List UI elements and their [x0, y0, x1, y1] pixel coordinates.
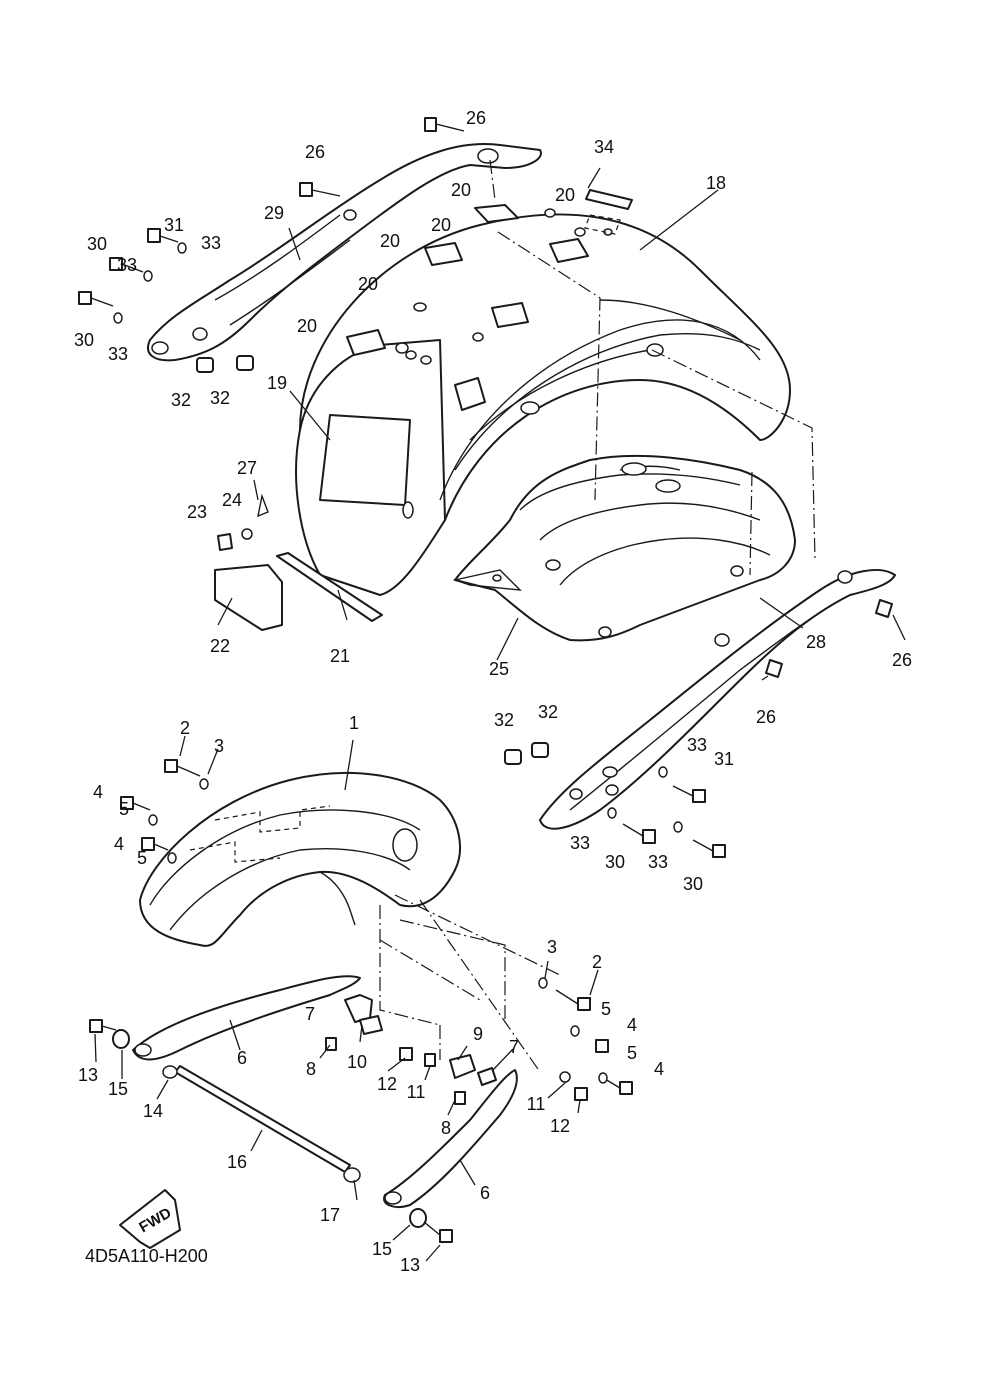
rear-fender: [295, 208, 791, 596]
callout-label: 14: [143, 1101, 163, 1121]
callout-label: 25: [489, 659, 509, 679]
callout-label: 2: [592, 952, 602, 972]
callout-label: 18: [706, 173, 726, 193]
callout-label: 20: [451, 180, 471, 200]
callout-label: 26: [305, 142, 325, 162]
callout-labels: 1 2 2 3 3 4 4 4 4 5 5 5 5 6 6 7 7 8 8 9 …: [74, 108, 912, 1275]
fwd-arrow: FWD: [119, 1189, 181, 1249]
callout-label: 1: [349, 713, 359, 733]
callout-label: 33: [117, 255, 137, 275]
callout-label: 32: [494, 710, 514, 730]
callout-label: 29: [264, 203, 284, 223]
callout-label: 15: [372, 1239, 392, 1259]
callout-label: 4: [93, 782, 103, 802]
callout-label: 31: [714, 749, 734, 769]
shaft: [162, 1065, 361, 1183]
callout-label: 22: [210, 636, 230, 656]
leader-lines: [94, 167, 906, 1262]
callout-label: 3: [547, 937, 557, 957]
callout-label: 5: [119, 799, 129, 819]
callout-label: 8: [306, 1059, 316, 1079]
callout-label: 4: [654, 1059, 664, 1079]
callout-label: 3: [214, 736, 224, 756]
callout-label: 2: [180, 718, 190, 738]
callout-label: 27: [237, 458, 257, 478]
callout-label: 12: [377, 1074, 397, 1094]
callout-label: 5: [137, 848, 147, 868]
reflector: [214, 564, 283, 631]
callout-label: 33: [570, 833, 590, 853]
callout-label: 31: [164, 215, 184, 235]
callout-label: 23: [187, 502, 207, 522]
callout-label: 32: [538, 702, 558, 722]
callout-label: 4: [114, 834, 124, 854]
callout-label: 5: [627, 1043, 637, 1063]
decal: [584, 189, 633, 235]
rubber-pads: [346, 204, 589, 411]
diagram-code: 4D5A110-H200: [85, 1246, 208, 1266]
callout-label: 32: [171, 390, 191, 410]
callout-label: 10: [347, 1052, 367, 1072]
callout-label: 7: [305, 1004, 315, 1024]
callout-label: 20: [555, 185, 575, 205]
rear-fender-stay-left: [147, 143, 542, 362]
callout-label: 19: [267, 373, 287, 393]
callout-label: 20: [297, 316, 317, 336]
callout-label: 30: [683, 874, 703, 894]
callout-label: 33: [108, 344, 128, 364]
callout-label: 11: [527, 1094, 546, 1114]
callout-label: 33: [687, 735, 707, 755]
callout-label: 6: [480, 1183, 490, 1203]
front-fender-stay-left: [132, 975, 361, 1061]
callout-label: 5: [601, 999, 611, 1019]
callout-label: 11: [407, 1082, 426, 1102]
callout-label: 20: [431, 215, 451, 235]
callout-label: 17: [320, 1205, 340, 1225]
callout-label: 33: [201, 233, 221, 253]
callout-label: 26: [892, 650, 912, 670]
callout-label: 33: [648, 852, 668, 872]
callout-label: 34: [594, 137, 614, 157]
callout-label: 20: [358, 274, 378, 294]
callout-label: 26: [466, 108, 486, 128]
callout-label: 21: [330, 646, 350, 666]
callout-label: 7: [509, 1037, 519, 1057]
clip: [257, 493, 269, 518]
callout-label: 20: [380, 231, 400, 251]
callout-label: 26: [756, 707, 776, 727]
callout-label: 9: [473, 1024, 483, 1044]
callout-label: 30: [74, 330, 94, 350]
callout-label: 13: [400, 1255, 420, 1275]
callout-label: 30: [87, 234, 107, 254]
small-brackets: [89, 759, 633, 1243]
callout-label: 24: [222, 490, 242, 510]
callout-label: 16: [227, 1152, 247, 1172]
callout-label: 28: [806, 632, 826, 652]
bolts-upper: [78, 117, 893, 858]
inner-fender: [452, 454, 796, 642]
callout-label: 8: [441, 1118, 451, 1138]
collars-upper: [196, 355, 549, 765]
callout-label: 32: [210, 388, 230, 408]
callout-label: 6: [237, 1048, 247, 1068]
front-fender: [139, 771, 461, 947]
callout-label: 30: [605, 852, 625, 872]
callout-label: 4: [627, 1015, 637, 1035]
front-fender-stay-right: [383, 1069, 518, 1208]
callout-label: 15: [108, 1079, 128, 1099]
rear-fender-stay-right: [539, 569, 896, 830]
assembly-lines: [379, 159, 816, 1073]
callout-label: 12: [550, 1116, 570, 1136]
callout-label: 13: [78, 1065, 98, 1085]
